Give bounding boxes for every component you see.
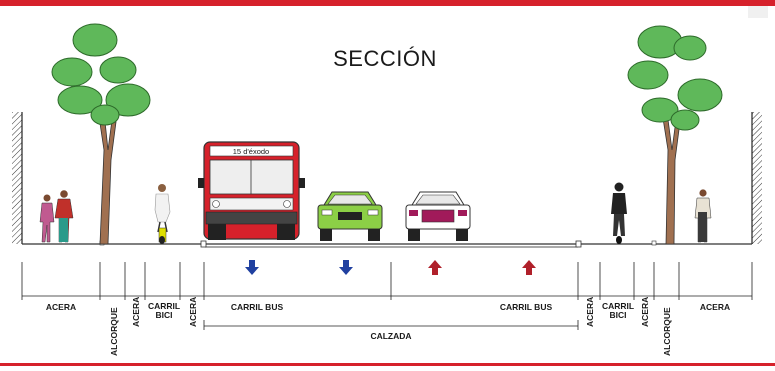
label-carril-bici-left-line1: CARRIL xyxy=(148,301,180,311)
label-acera-vertical-right-2: ACERA xyxy=(640,297,650,327)
label-carril-bici-left-line2: BICI xyxy=(156,310,173,320)
arrow-down-icon xyxy=(339,260,353,275)
car-icon xyxy=(317,191,383,241)
cyclist-icon xyxy=(154,184,171,244)
bus-route-sign: 15 d'éxodo xyxy=(233,147,269,156)
label-alcorque-right: ALCORQUE xyxy=(662,307,672,356)
bottom-frame-line xyxy=(0,363,775,366)
label-acera-right: ACERA xyxy=(700,302,730,312)
label-carril-bici-right-line2: BICI xyxy=(610,310,627,320)
dimension-lines xyxy=(21,262,753,330)
building-wall-icon xyxy=(12,112,23,244)
arrow-down-icon xyxy=(245,260,259,275)
pedestrian-icon xyxy=(694,189,712,243)
section-title: SECCIÓN xyxy=(333,46,437,71)
corner-mark xyxy=(748,6,768,18)
label-acera-vertical-right-1: ACERA xyxy=(585,297,595,327)
tree-icon xyxy=(627,25,723,245)
label-carril-bici-right-line1: CARRIL xyxy=(602,301,634,311)
bus-icon: 15 d'éxodo xyxy=(198,141,305,240)
car-icon xyxy=(405,191,471,241)
label-calzada: CALZADA xyxy=(370,331,411,341)
pedestrian-icon xyxy=(39,194,55,243)
cyclist-icon xyxy=(611,182,627,244)
label-acera-vertical-left-1: ACERA xyxy=(131,297,141,327)
arrow-up-icon xyxy=(522,260,536,275)
curb-right xyxy=(575,240,582,248)
building-wall-icon xyxy=(751,112,762,244)
tree-pit-right xyxy=(651,240,657,246)
curb-left xyxy=(200,240,207,248)
top-frame-line xyxy=(0,0,775,6)
arrow-up-icon xyxy=(428,260,442,275)
label-alcorque-left: ALCORQUE xyxy=(109,307,119,356)
label-acera-left: ACERA xyxy=(46,302,76,312)
label-carril-bus-left: CARRIL BUS xyxy=(231,302,284,312)
tree-icon xyxy=(51,23,151,245)
label-acera-vertical-left-2: ACERA xyxy=(188,297,198,327)
pedestrian-icon xyxy=(54,190,74,243)
label-carril-bus-right: CARRIL BUS xyxy=(500,302,553,312)
